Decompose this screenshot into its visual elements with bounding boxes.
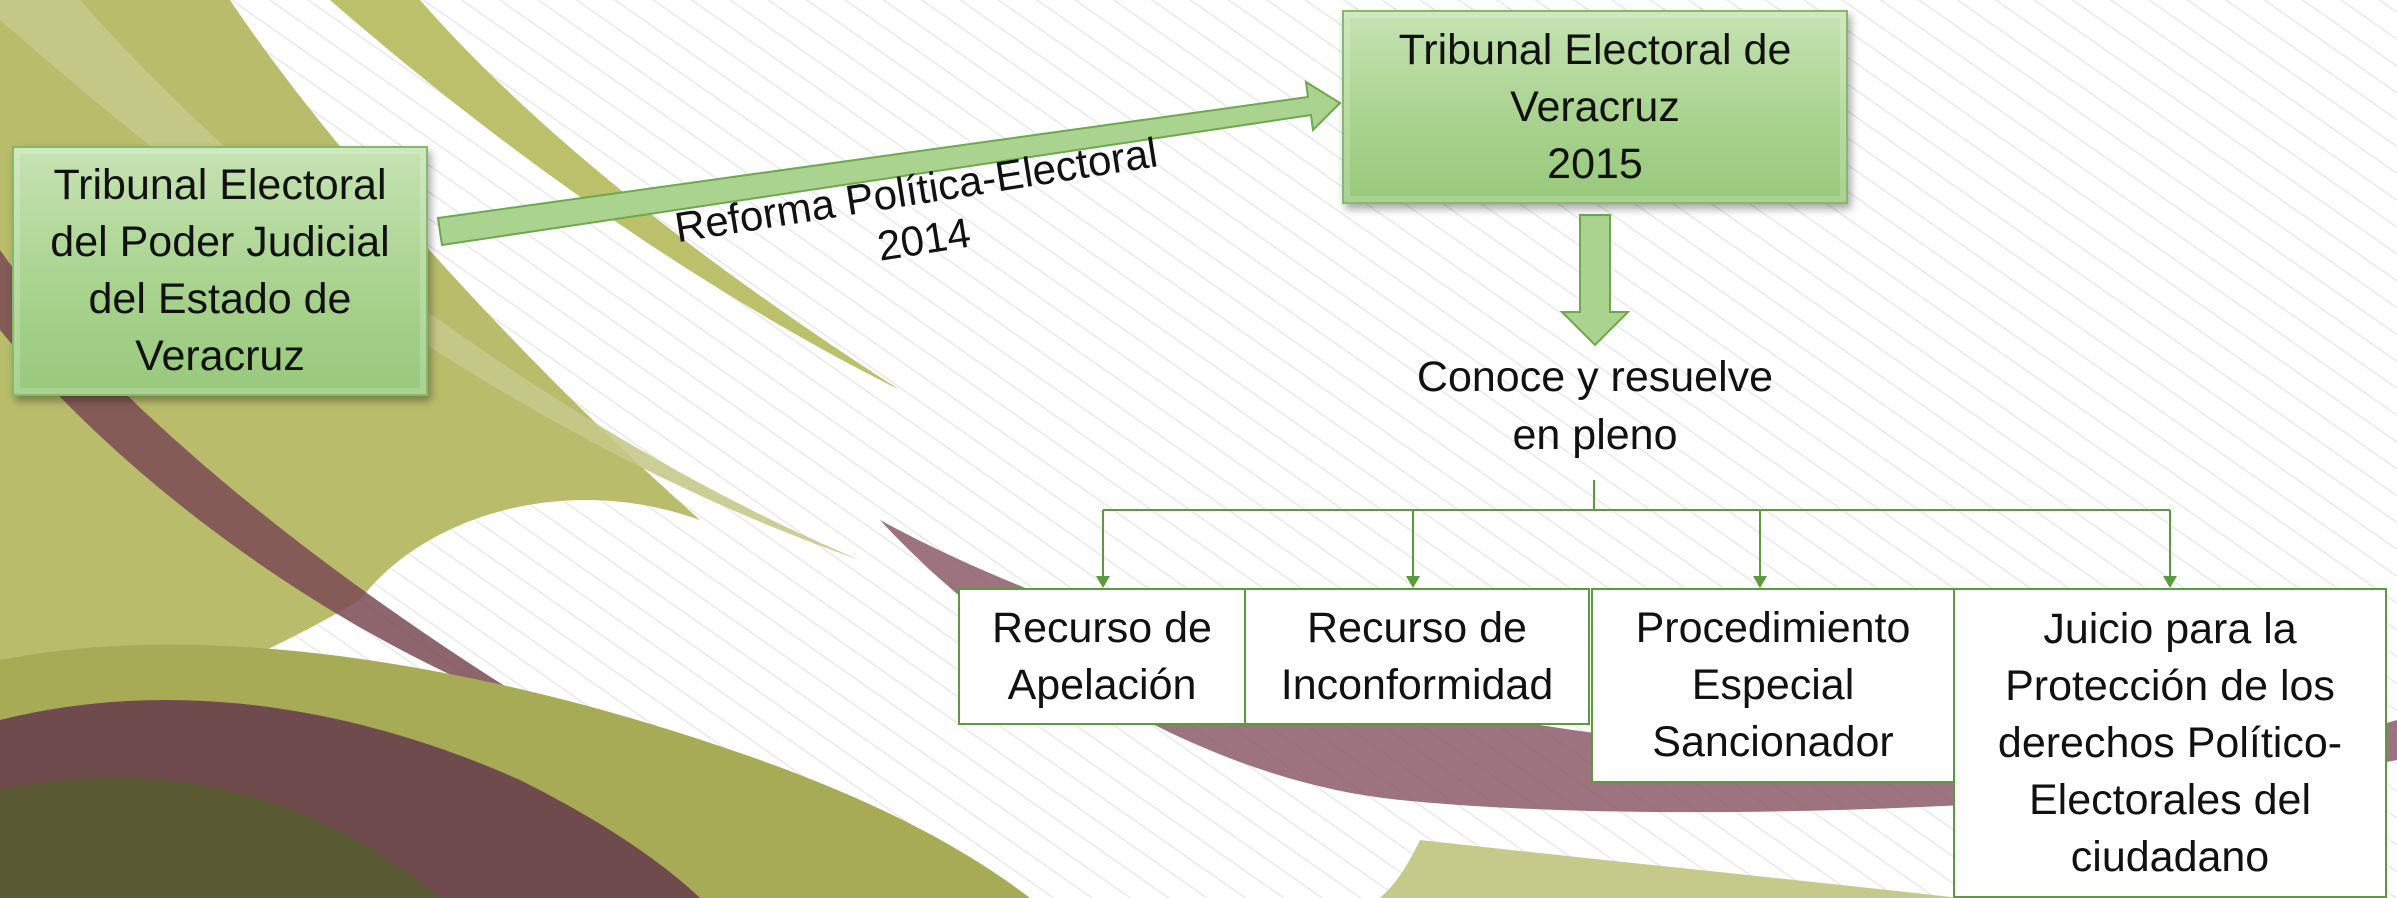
branch-line: ciudadano — [2070, 832, 2270, 881]
source-node-tribunal-poder-judicial: Tribunal Electoral del Poder Judicial de… — [12, 146, 428, 396]
branch-procedimiento-especial-sancionador: Procedimiento Especial Sancionador — [1591, 588, 1955, 783]
branch-line: Recurso de — [1307, 603, 1527, 652]
target-node-tribunal-veracruz: Tribunal Electoral de Veracruz 2015 — [1342, 10, 1848, 204]
branch-juicio-proteccion-derechos: Juicio para la Protección de los derecho… — [1953, 588, 2387, 898]
branch-line: Sancionador — [1652, 718, 1894, 766]
branch-line: Juicio para la — [2043, 604, 2297, 653]
branch-recurso-inconformidad: Recurso de Inconformidad — [1244, 588, 1590, 725]
source-node-line: del Poder Judicial — [50, 218, 390, 266]
branch-line: Inconformidad — [1280, 660, 1554, 709]
function-label-line: en pleno — [1512, 411, 1678, 459]
source-node-line: Veracruz — [135, 332, 305, 380]
maroon-swoosh-right — [880, 520, 2397, 813]
source-node-line: Tribunal Electoral — [53, 161, 387, 209]
branch-line: Recurso de — [992, 603, 1212, 652]
branch-line: Protección de los — [2005, 661, 2335, 710]
function-label-line: Conoce y resuelve — [1416, 353, 1774, 401]
branch-arrowheads — [1096, 576, 2177, 588]
function-label-conoce: Conoce y resuelve en pleno — [1340, 348, 1850, 464]
target-node-line: 2015 — [1547, 139, 1643, 188]
transition-arrow — [436, 80, 1342, 247]
branch-connectors — [1102, 480, 2171, 578]
olive-blade — [0, 0, 860, 560]
olive-swoosh-bottom-right — [1380, 840, 1960, 898]
branch-line: Procedimiento — [1635, 604, 1911, 652]
branch-line: derechos Político- — [1997, 718, 2343, 767]
dark-olive-bottom — [0, 777, 440, 898]
source-node-line: del Estado de — [88, 275, 352, 323]
down-arrow — [1559, 214, 1631, 347]
target-node-line: Tribunal Electoral de — [1398, 25, 1792, 74]
target-node-line: Veracruz — [1510, 82, 1680, 131]
branch-line: Apelación — [1007, 660, 1197, 709]
branch-line: Electorales del — [2028, 775, 2312, 824]
branch-recurso-apelacion: Recurso de Apelación — [958, 588, 1246, 725]
branch-line: Especial — [1691, 661, 1855, 709]
